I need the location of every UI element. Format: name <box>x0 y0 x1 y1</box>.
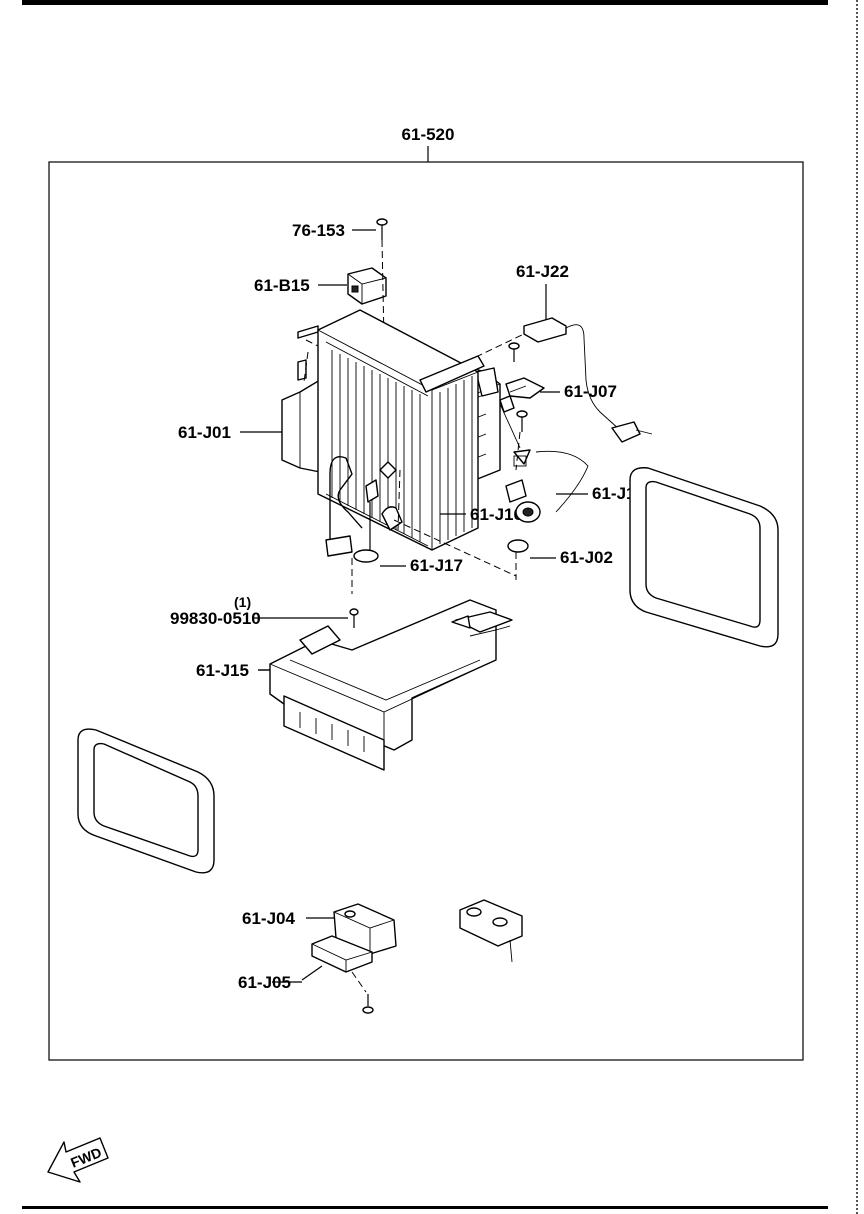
leader-61-J05 <box>301 965 323 981</box>
expansion-valve-61-J14 <box>499 395 589 523</box>
align-line-6 <box>397 469 401 531</box>
align-line-10 <box>351 971 367 993</box>
screw-bottom <box>362 994 374 1014</box>
resistor-61-B15 <box>347 267 387 305</box>
thermo-sensor-61-J22 <box>523 317 653 443</box>
top-rule <box>22 0 828 5</box>
callout-61-J17: 61-J02 <box>560 548 613 567</box>
callout-61-J02: 61-J15 <box>196 661 249 680</box>
screw-right-upper <box>516 410 528 432</box>
bottom-rule <box>22 1206 828 1209</box>
seal-right <box>629 467 779 648</box>
screw-76-153 <box>376 218 388 240</box>
fwd-direction-badge: FWD <box>47 1137 109 1183</box>
callout-99830-0510: 99830-0510 <box>170 609 261 628</box>
lower-case <box>269 599 513 771</box>
callout-61-J22: 61-J22 <box>516 262 569 281</box>
callout-61-J07: 61-J07 <box>564 382 617 401</box>
callout-76-153: 76-153 <box>292 221 345 240</box>
seal-left <box>77 728 215 874</box>
callout-61-J15: 61-J17 <box>410 556 463 575</box>
fitting-61-J15 <box>353 549 379 563</box>
clip-left <box>297 325 319 381</box>
align-line-5 <box>515 431 521 471</box>
callout-61-J01: 61-J01 <box>178 423 231 442</box>
callout-61-J04: 61-J04 <box>242 909 295 928</box>
callout-quantity-1: (1) <box>234 594 251 610</box>
o-ring-61-J17 <box>507 539 529 553</box>
evaporator-61-J10 <box>317 309 485 551</box>
screw-99830-0510 <box>349 608 359 628</box>
callout-61-J10: 61-J10 <box>470 505 523 524</box>
pipe-61-J02 <box>325 456 403 557</box>
bracket-61-J05 <box>311 935 373 973</box>
bracket-right <box>459 899 523 963</box>
align-line-4 <box>303 351 309 383</box>
assembly-number-label: 61-520 <box>402 125 455 144</box>
clamp-61-J07 <box>505 342 545 399</box>
callout-61-J05: 61-J05 <box>238 973 291 992</box>
callout-61-B15: 61-B15 <box>254 276 310 295</box>
align-line-7 <box>393 519 517 577</box>
assembly-frame <box>48 161 804 1061</box>
